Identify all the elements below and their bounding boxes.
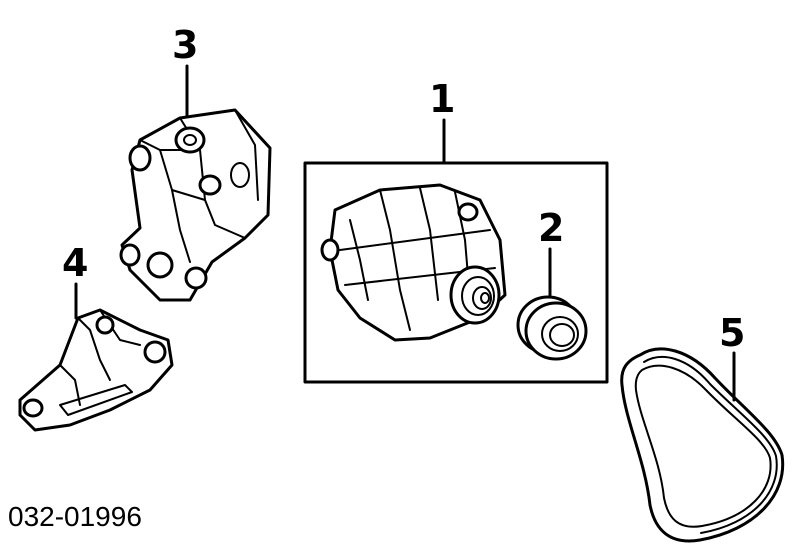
callout-2-label: 2 (538, 206, 564, 250)
callout-3: 3 (172, 23, 198, 120)
callout-5-label: 5 (719, 311, 745, 355)
callout-1: 1 (303, 77, 609, 384)
assembly-box (303, 161, 609, 384)
pulley-part-2 (516, 295, 588, 361)
callout-1-label: 1 (429, 77, 455, 121)
alternator-part-1 (320, 183, 507, 342)
bracket-part-4 (18, 308, 174, 432)
callout-4: 4 (62, 241, 88, 320)
part-code-label: 032-01996 (8, 501, 142, 532)
callout-3-label: 3 (172, 23, 198, 67)
callout-5: 5 (719, 311, 745, 402)
bracket-part-3 (119, 108, 272, 302)
callout-2: 2 (538, 206, 564, 297)
belt-part-5 (620, 347, 785, 543)
callout-4-label: 4 (62, 241, 88, 285)
